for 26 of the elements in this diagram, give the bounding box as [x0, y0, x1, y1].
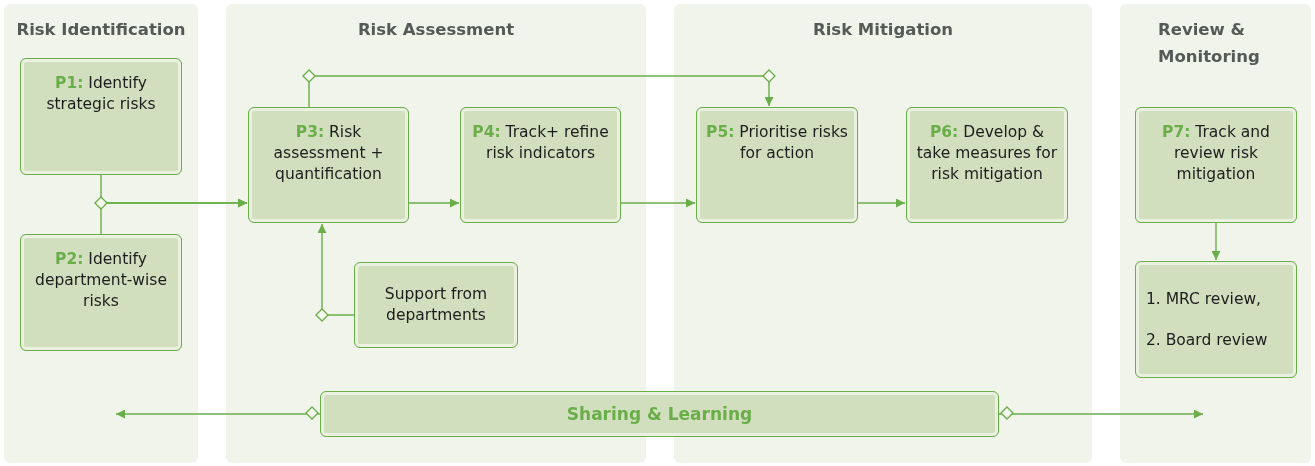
arrow — [998, 409, 1204, 419]
arrow — [408, 198, 460, 208]
arrow — [308, 75, 774, 108]
process-box: P1: Identify strategic risks — [20, 58, 182, 175]
arrow — [1211, 222, 1221, 261]
lane-heading: Risk Identification — [15, 19, 187, 41]
swimlane-panel — [226, 4, 646, 463]
process-box: Support from departments — [354, 262, 518, 348]
process-box: P6: Develop & take measures for risk mitigation — [906, 107, 1068, 223]
lane-heading: Review & Monitoring — [1158, 19, 1261, 68]
arrow — [857, 198, 906, 208]
process-box: P2: Identify department-wise risks — [20, 234, 182, 351]
arrow — [317, 223, 355, 316]
process-box: P5: Prioritise risks for action — [696, 107, 858, 223]
process-box: P4: Track+ refine risk indicators — [460, 107, 621, 223]
process-box: P3: Risk assessment + quantification — [248, 107, 409, 223]
process-box: P7: Track and review risk mitigation — [1135, 107, 1297, 223]
arrow — [100, 198, 248, 235]
swimlane-panel — [1120, 4, 1311, 463]
process-box: 1. MRC review, 2. Board review — [1135, 261, 1297, 378]
arrow — [620, 198, 696, 208]
arrow — [115, 409, 321, 419]
lane-heading: Risk Assessment — [356, 19, 516, 41]
swimlane-panel — [4, 4, 198, 463]
banner-box: Sharing & Learning — [320, 391, 999, 437]
lane-heading: Risk Mitigation — [811, 19, 955, 41]
